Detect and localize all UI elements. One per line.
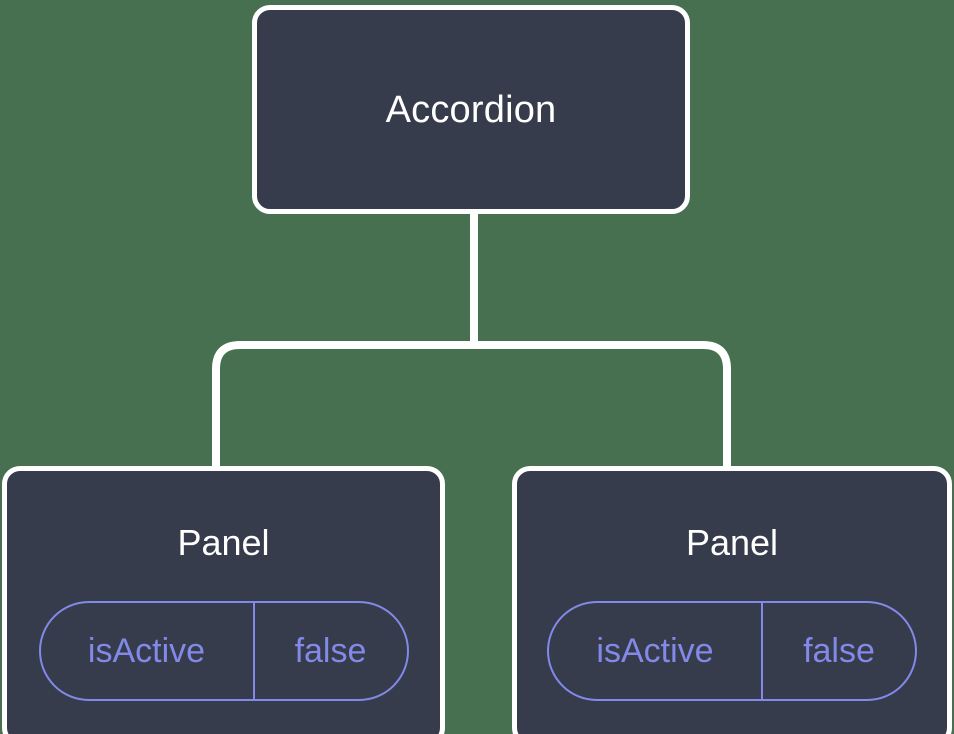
prop-value-isactive-1: false [294,632,367,670]
connector-branch-bar [212,341,731,470]
node-title-panel-2: Panel [685,522,779,563]
prop-key-isactive-2: isActive [549,603,763,699]
prop-value-isactive-2: false [803,632,875,670]
node-panel-1[interactable]: Panel isActive false [2,466,445,734]
prop-key-isactive-1: isActive [41,603,255,699]
prop-pill-panel-2[interactable]: isActive false [547,601,917,701]
node-panel-2[interactable]: Panel isActive false [512,466,952,734]
node-accordion[interactable]: Accordion [252,5,690,214]
node-title-panel-1: Panel [177,522,270,563]
prop-pill-panel-1[interactable]: isActive false [38,601,409,701]
node-title-accordion: Accordion [385,88,557,131]
